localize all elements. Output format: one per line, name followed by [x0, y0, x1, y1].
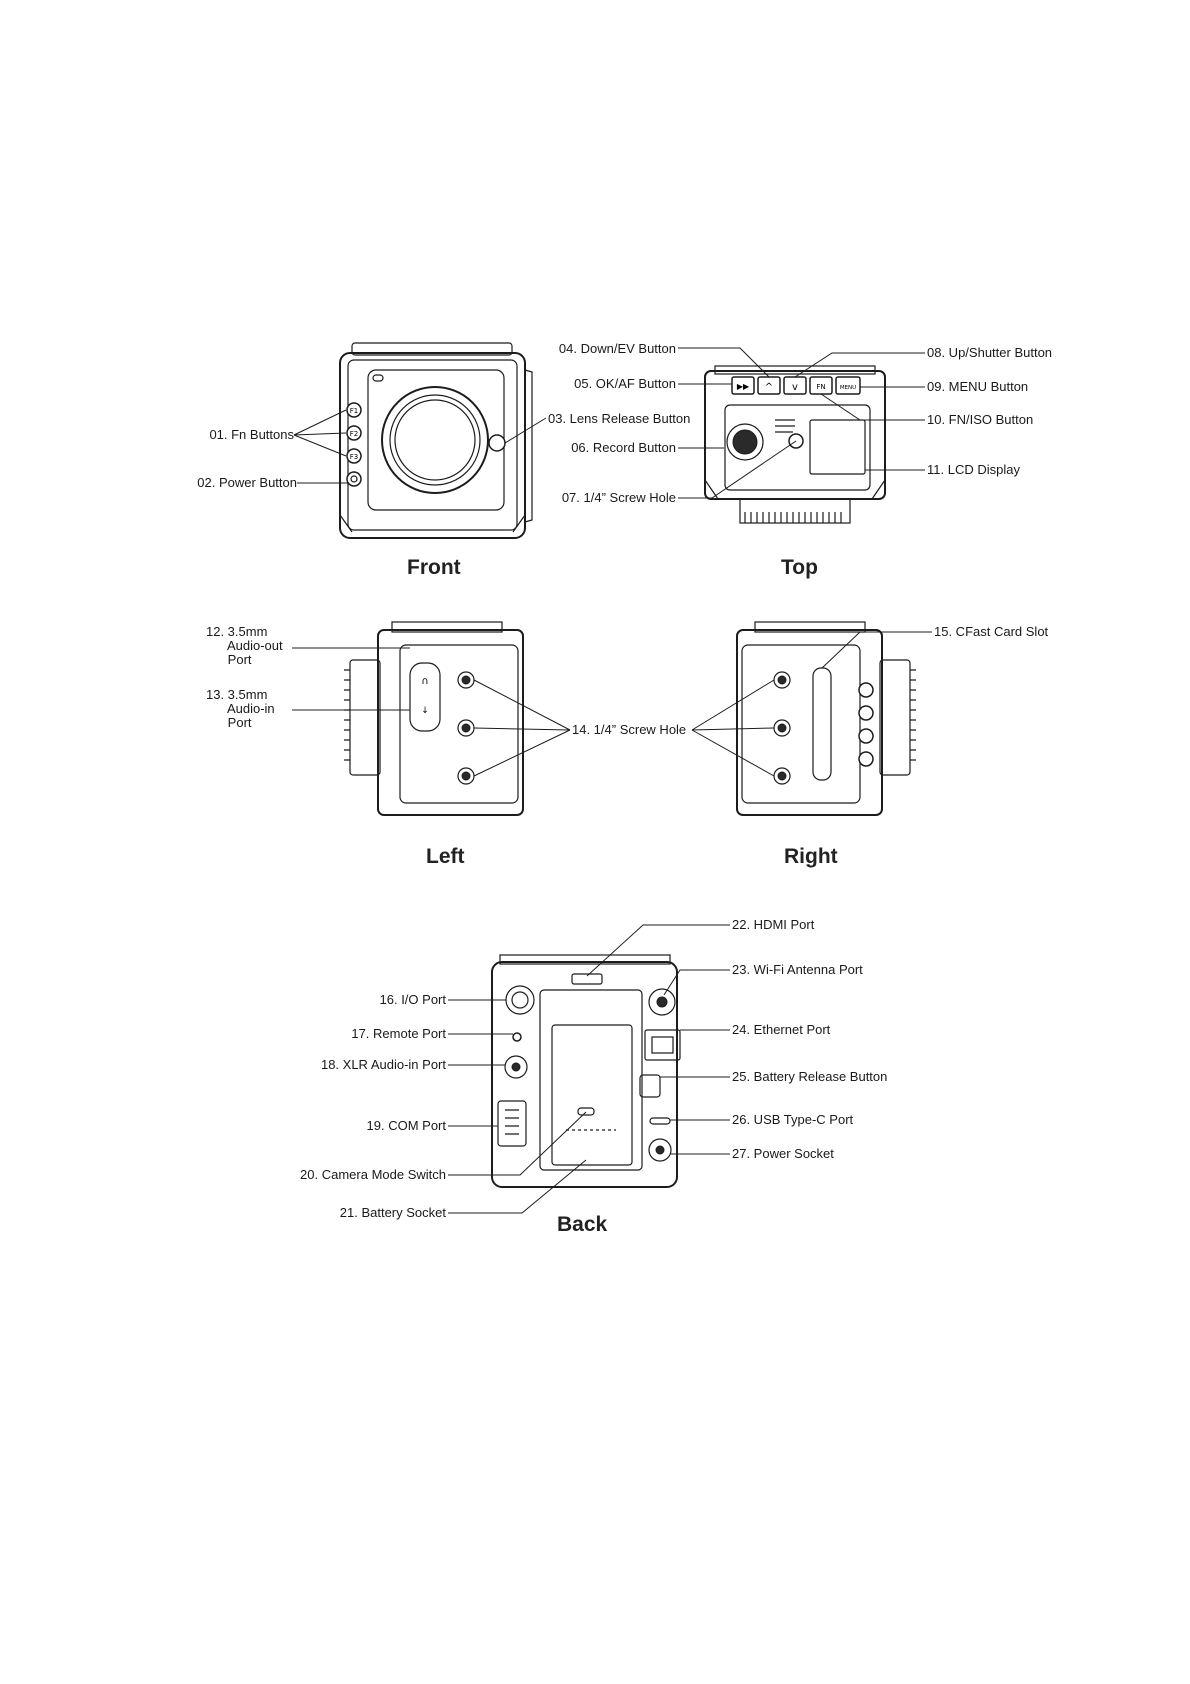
label-screw-hole-side: 14. 1/4” Screw Hole	[572, 722, 687, 737]
label-hdmi-port: 22. HDMI Port	[732, 917, 815, 932]
label-battery-release-button: 25. Battery Release Button	[732, 1069, 888, 1084]
label-lens-release-button: 03. Lens Release Button	[548, 411, 691, 426]
right-view-drawing	[736, 621, 916, 816]
label-down-ev-button: 04. Down/EV Button	[558, 341, 676, 356]
front-fn-buttons: F1 F2 F3	[346, 402, 362, 487]
label-audio-in-port: 13. 3.5mm Audio-in Port	[206, 687, 275, 730]
view-title-back: Back	[557, 1213, 608, 1236]
label-remote-port: 17. Remote Port	[351, 1026, 446, 1041]
top-view-drawing: ▶▶ ^ v FN MENU	[704, 365, 886, 524]
label-wifi-antenna-port: 23. Wi-Fi Antenna Port	[732, 962, 863, 977]
label-power-button: 02. Power Button	[197, 475, 297, 490]
leader-lines	[292, 347, 932, 1214]
label-menu-button: 09. MENU Button	[927, 379, 1029, 394]
menu-mark: MENU	[840, 385, 856, 391]
label-usb-type-c-port: 26. USB Type-C Port	[732, 1112, 854, 1127]
svg-text:↓: ↓	[421, 706, 429, 716]
front-view-drawing: F1 F2 F3	[339, 342, 533, 539]
svg-text:▶▶: ▶▶	[737, 382, 750, 391]
fn-button-f2-mark: F2	[350, 430, 358, 438]
label-power-socket: 27. Power Socket	[732, 1146, 834, 1161]
label-screw-hole-top: 07. 1/4” Screw Hole	[561, 490, 676, 505]
label-lcd-display: 11. LCD Display	[927, 462, 1020, 477]
label-ethernet-port: 24. Ethernet Port	[732, 1022, 831, 1037]
label-com-port: 19. COM Port	[366, 1118, 446, 1133]
view-title-left: Left	[426, 845, 465, 868]
fn-button-f1-mark: F1	[350, 407, 358, 415]
label-fn-iso-button: 10. FN/ISO Button	[927, 412, 1034, 427]
label-battery-socket: 21. Battery Socket	[339, 1205, 446, 1220]
label-io-port: 16. I/O Port	[379, 992, 446, 1007]
fn-button-f3-mark: F3	[350, 453, 358, 461]
label-ok-af-button: 05. OK/AF Button	[574, 376, 676, 391]
view-title-top: Top	[781, 556, 818, 579]
label-xlr-audio-in-port: 18. XLR Audio-in Port	[320, 1057, 446, 1072]
svg-text:^: ^	[765, 382, 773, 393]
top-button-row: ▶▶ ^ v FN MENU	[731, 376, 861, 395]
left-view-drawing: ∩ ↓	[344, 621, 524, 816]
label-audio-out-port: 12. 3.5mm Audio-out Port	[206, 624, 283, 667]
back-view-drawing	[491, 954, 681, 1188]
view-title-right: Right	[784, 845, 838, 868]
label-up-shutter-button: 08. Up/Shutter Button	[927, 345, 1053, 360]
view-title-front: Front	[407, 556, 461, 579]
svg-text:v: v	[792, 382, 798, 393]
label-fn-buttons: 01. Fn Buttons	[209, 427, 294, 442]
label-camera-mode-switch: 20. Camera Mode Switch	[300, 1167, 446, 1182]
label-cfast-card-slot: 15. CFast Card Slot	[934, 624, 1049, 639]
label-record-button: 06. Record Button	[571, 440, 676, 455]
fn-iso-mark: FN	[816, 383, 825, 391]
svg-text:∩: ∩	[421, 676, 428, 687]
